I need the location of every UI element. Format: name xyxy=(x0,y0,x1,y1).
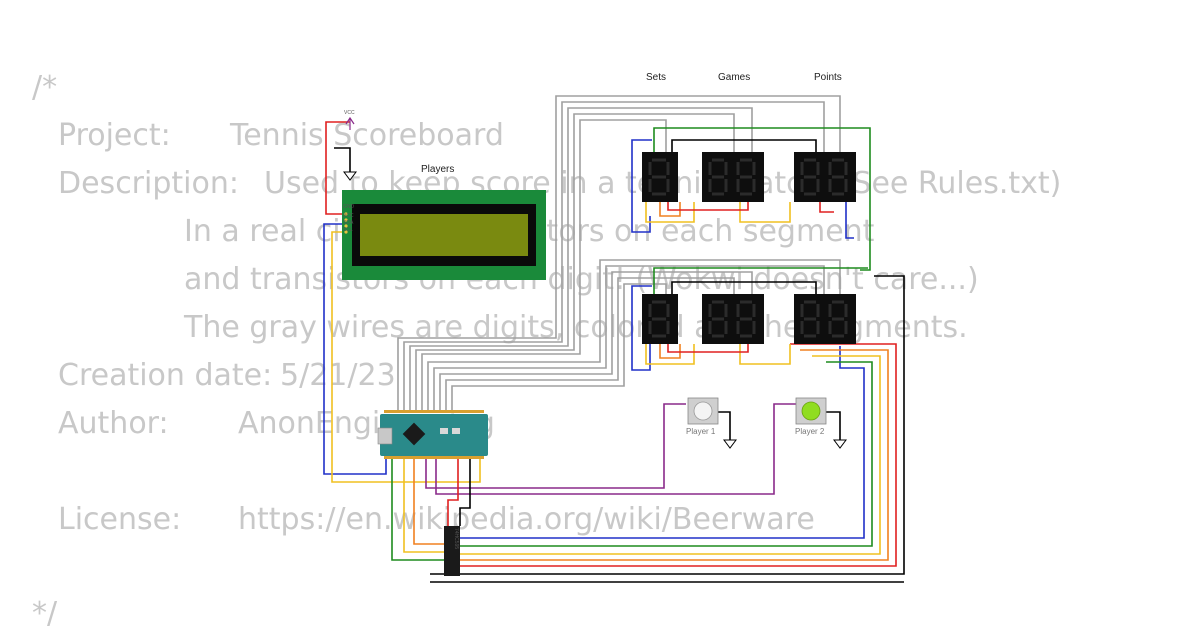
license-label: License: xyxy=(58,502,182,537)
wire-yellow xyxy=(739,202,791,223)
wire-red xyxy=(667,202,749,211)
seven-segment-games-player2 xyxy=(702,294,764,344)
author-label: Author: xyxy=(58,406,169,441)
lcd-title: Players xyxy=(421,164,454,175)
wire-orange xyxy=(659,344,681,359)
wire-yellow xyxy=(403,456,444,553)
wire-gray xyxy=(445,277,735,412)
wire-yellow xyxy=(460,355,881,555)
wire-red xyxy=(460,343,897,567)
lcd-pin-scl: SCL xyxy=(343,227,353,233)
header-points: Points xyxy=(814,72,842,83)
chip-label: 74HC595 xyxy=(453,528,459,549)
digit-segments xyxy=(648,158,670,196)
digit-segments xyxy=(800,158,848,196)
seven-segment-points-player2 xyxy=(794,294,856,344)
wire-gray xyxy=(451,283,667,412)
wire-red xyxy=(667,344,749,353)
button-cap xyxy=(801,401,821,421)
wire-blue xyxy=(460,346,865,539)
seven-segment-games-player1 xyxy=(702,152,764,202)
ground-icon xyxy=(343,171,357,181)
usb-port-icon xyxy=(377,427,393,445)
project-label: Project: xyxy=(58,118,171,153)
project-value: Tennis Scoreboard xyxy=(230,118,504,153)
lcd-display[interactable]: GND VCC SDA SCL xyxy=(342,190,546,280)
wire-black xyxy=(671,139,817,152)
wire-blue xyxy=(323,223,387,475)
wire-yellow xyxy=(645,202,695,223)
wire-red xyxy=(325,121,350,215)
wire-black xyxy=(334,147,351,172)
seven-segment-sets-player2 xyxy=(642,294,678,344)
comment-close: */ xyxy=(32,596,58,631)
wire-gray xyxy=(433,265,825,412)
digit-segments xyxy=(648,300,670,338)
digit-segments xyxy=(708,300,756,338)
lcd-pin-sda: SDA xyxy=(343,220,354,226)
ground-icon xyxy=(723,439,737,449)
wire-orange xyxy=(659,202,681,217)
player2-button[interactable] xyxy=(795,397,827,425)
vcc-symbol: VCC xyxy=(344,110,355,130)
wire-gray xyxy=(415,113,735,412)
wire-black xyxy=(430,275,905,575)
svg-text:VCC: VCC xyxy=(344,110,355,116)
seven-segment-sets-player1 xyxy=(642,152,678,202)
description-label: Description: xyxy=(58,166,239,201)
ground-icon xyxy=(833,439,847,449)
wire-orange xyxy=(460,349,889,561)
wire-orange xyxy=(413,456,444,545)
lcd-pin-gnd: GND xyxy=(343,204,355,210)
wires xyxy=(323,95,905,583)
wire-green xyxy=(460,361,873,547)
wire-gray xyxy=(427,259,841,412)
wire-red xyxy=(447,456,459,526)
player1-button-label: Player 1 xyxy=(686,427,716,436)
wire-red xyxy=(819,202,834,213)
wire-gray xyxy=(421,119,667,412)
seven-segment-points-player1 xyxy=(794,152,856,202)
header-pins xyxy=(384,410,484,459)
wire-gray xyxy=(397,95,841,412)
wire-green xyxy=(391,456,444,561)
license-value: https://en.wikipedia.org/wiki/Beerware xyxy=(238,502,815,537)
wire-blue xyxy=(631,139,652,233)
wire-gray xyxy=(439,271,753,412)
wire-black xyxy=(459,456,471,526)
wire-purple xyxy=(435,403,796,495)
wire-black xyxy=(716,411,731,440)
header-games: Games xyxy=(718,72,750,83)
wire-gray xyxy=(403,101,825,412)
creation-value: 5/21/23 xyxy=(280,358,396,393)
lcd-pin-vcc: VCC xyxy=(343,213,354,219)
shift-register-chip[interactable]: 74HC595 xyxy=(444,526,460,576)
lcd-screen xyxy=(360,214,528,256)
creation-label: Creation date: xyxy=(58,358,273,393)
player1-button[interactable] xyxy=(687,397,719,425)
mcu-chip-icon xyxy=(402,422,426,446)
wire-gray xyxy=(409,107,753,412)
button-cap xyxy=(693,401,713,421)
comment-open: /* xyxy=(32,70,58,105)
wire-green xyxy=(653,267,868,294)
wire-yellow xyxy=(739,344,791,365)
wire-black xyxy=(671,281,817,294)
wire-yellow xyxy=(645,344,695,365)
wire-blue xyxy=(631,285,652,371)
digit-segments xyxy=(708,158,756,196)
wire-blue xyxy=(845,202,854,239)
player2-button-label: Player 2 xyxy=(795,427,825,436)
wire-green xyxy=(653,127,871,271)
wire-yellow xyxy=(331,231,481,483)
digit-segments xyxy=(800,300,848,338)
wire-purple xyxy=(425,403,686,489)
wire-black xyxy=(826,411,841,440)
header-sets: Sets xyxy=(646,72,666,83)
arduino-nano-board[interactable] xyxy=(377,410,488,459)
